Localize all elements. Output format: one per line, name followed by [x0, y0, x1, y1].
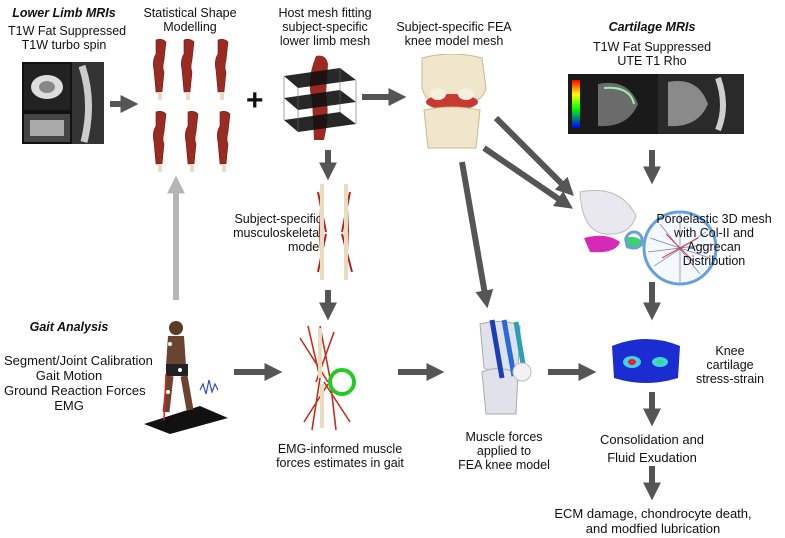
fea-knee-image: [421, 54, 487, 149]
consolidation-line: Consolidation and: [599, 432, 705, 447]
gait-analysis-line: EMG: [54, 398, 84, 413]
msk-label: Subject-specific musculoskeletal model: [222, 212, 322, 254]
ssm-line: Statistical Shape: [143, 6, 237, 20]
ecm-damage-line: and modfied lubrication: [585, 521, 721, 536]
knee-stress-image: [612, 339, 680, 383]
arrow-fea-to-poro: [482, 145, 573, 209]
consolidation-line: Fluid Exudation: [607, 450, 697, 465]
host-mesh-line: Host mesh fitting: [278, 6, 372, 20]
ssm-legs-image: [153, 39, 231, 172]
muscle-forces-line: FEA knee model: [458, 458, 550, 472]
emg-muscle-label: EMG-informed muscle forces estimates in …: [270, 442, 410, 470]
cartilage-mri-image: [568, 74, 744, 134]
knee-stress-label: Knee cartilage stress-strain: [690, 344, 770, 386]
plus-sign: +: [246, 84, 264, 117]
gait-analysis-heading: Gait Analysis: [29, 320, 109, 334]
fea-mesh-line: Subject-specific FEA: [396, 20, 512, 34]
arrow-fea-to-poro-2: [493, 115, 574, 196]
emg-muscle-line: forces estimates in gait: [276, 456, 404, 470]
lower-limb-mris-line: T1W turbo spin: [21, 38, 107, 52]
cartilage-mris-block: Cartilage MRIs T1W Fat Suppressed UTE T1…: [560, 20, 744, 68]
emg-muscle-image: [299, 325, 356, 431]
lower-limb-mris-heading: Lower Limb MRIs: [12, 6, 116, 20]
poroelastic-mesh-image: [579, 189, 718, 286]
msk-line: musculoskeletal: [233, 226, 322, 240]
knee-stress-line: stress-strain: [695, 372, 765, 386]
poroelastic-line: Poroelastic 3D mesh: [656, 212, 772, 226]
ecm-damage-label: ECM damage, chondrocyte death, and modfi…: [530, 506, 776, 536]
gait-analysis-line: Segment/Joint Calibration: [4, 353, 153, 368]
host-mesh-label: Host mesh fitting subject-specific lower…: [270, 6, 380, 48]
lower-limb-mris-line: T1W Fat Suppressed: [8, 24, 127, 38]
gait-analysis-line: Gait Motion: [35, 368, 103, 383]
fea-mesh-label: Subject-specific FEA knee model mesh: [392, 20, 516, 48]
msk-line: model: [287, 240, 322, 254]
ecm-damage-line: ECM damage, chondrocyte death,: [554, 506, 752, 521]
ssm-line: Modelling: [163, 20, 217, 34]
gait-analysis-line: Ground Reaction Forces: [4, 383, 146, 398]
emg-muscle-line: EMG-informed muscle: [277, 442, 403, 456]
cartilage-mris-heading: Cartilage MRIs: [608, 20, 696, 34]
poroelastic-line: Distribution: [682, 254, 746, 268]
knee-stress-line: Knee: [715, 344, 745, 358]
cartilage-mris-line: UTE T1 Rho: [617, 54, 687, 68]
gait-analysis-block: Gait Analysis Segment/Joint Calibration …: [4, 320, 153, 413]
msk-model-image: [317, 184, 353, 280]
host-mesh-image: [283, 55, 357, 140]
cartilage-mris-line: T1W Fat Suppressed: [592, 40, 712, 54]
lower-limb-mri-image: [22, 62, 104, 144]
knee-stress-line: cartilage: [706, 358, 754, 372]
gait-subject-image: [144, 321, 228, 434]
muscle-forces-label: Muscle forces applied to FEA knee model: [446, 430, 562, 472]
consolidation-label: Consolidation and Fluid Exudation: [574, 432, 730, 465]
muscle-forces-knee-image: [479, 319, 532, 415]
muscle-forces-line: applied to: [476, 444, 532, 458]
ssm-label: Statistical Shape Modelling: [140, 6, 240, 34]
host-mesh-line: lower limb mesh: [279, 34, 371, 48]
host-mesh-line: subject-specific: [282, 20, 368, 34]
arrow-fea-to-muscle: [459, 161, 494, 309]
poroelastic-line: Aggrecan: [687, 240, 741, 254]
fea-mesh-line: knee model mesh: [404, 34, 504, 48]
poroelastic-line: with Col-II and: [674, 226, 754, 240]
lower-limb-mris-block: Lower Limb MRIs T1W Fat Suppressed T1W t…: [8, 6, 127, 52]
muscle-forces-line: Muscle forces: [465, 430, 543, 444]
poroelastic-label: Poroelastic 3D mesh with Col-II and Aggr…: [646, 212, 782, 268]
msk-line: Subject-specific: [234, 212, 322, 226]
